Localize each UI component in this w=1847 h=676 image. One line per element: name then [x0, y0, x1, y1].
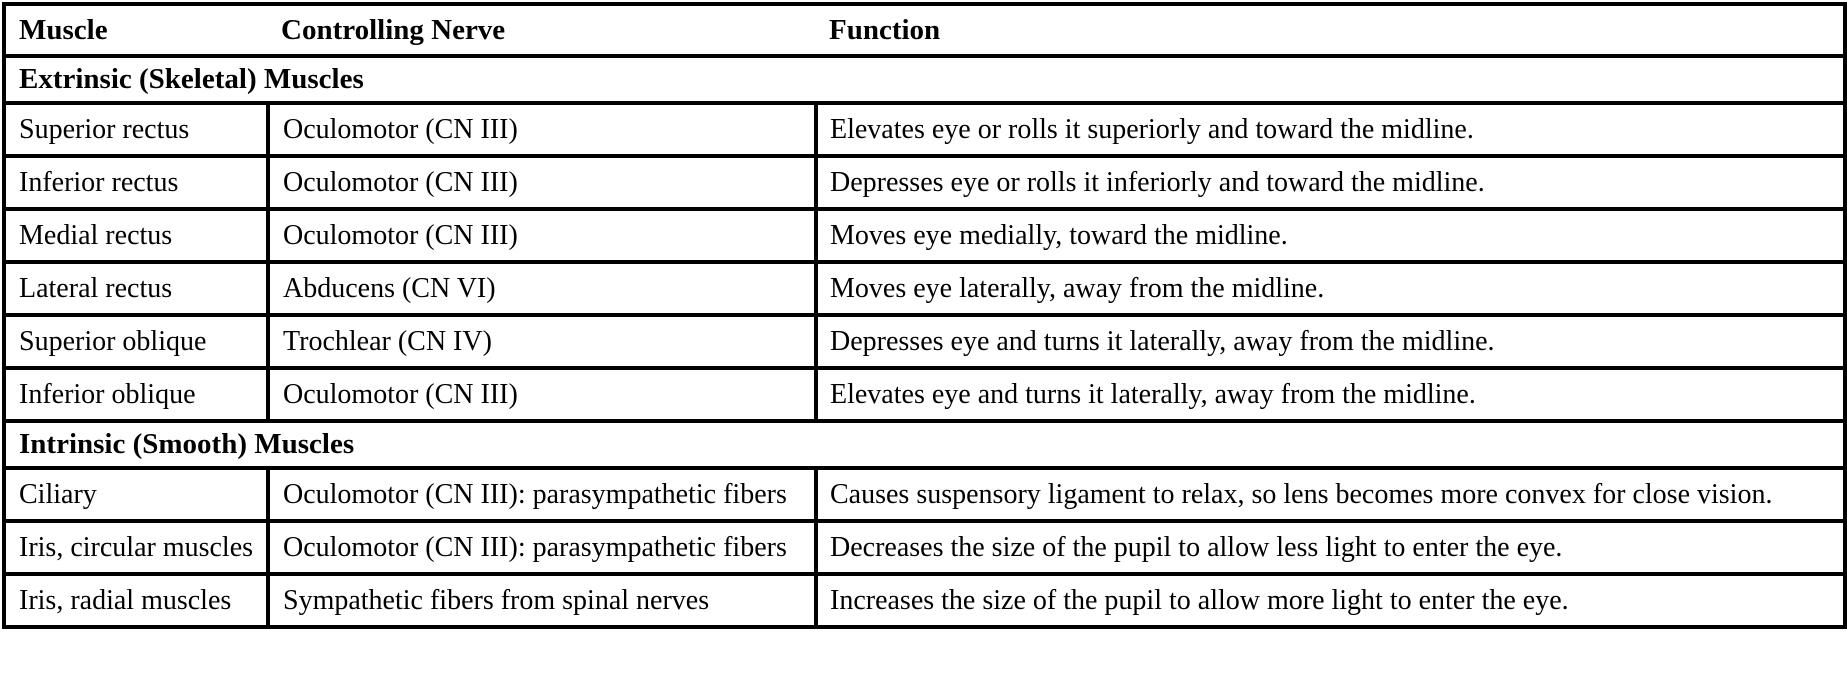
- nerve-cell: Abducens (CN VI): [266, 260, 818, 317]
- column-header-controlling-nerve: Controlling Nerve: [268, 2, 816, 58]
- column-header-muscle: Muscle: [4, 2, 268, 58]
- function-cell: Decreases the size of the pupil to allow…: [814, 519, 1847, 576]
- nerve-cell: Oculomotor (CN III): [266, 366, 818, 423]
- muscle-cell: Inferior rectus: [2, 154, 270, 211]
- muscle-cell: Inferior oblique: [2, 366, 270, 423]
- table-row-ciliary: Ciliary Oculomotor (CN III): parasympath…: [2, 466, 1847, 523]
- muscle-cell: Medial rectus: [2, 207, 270, 264]
- section-header-row-intrinsic: Intrinsic (Smooth) Muscles: [2, 419, 1847, 470]
- function-cell: Causes suspensory ligament to relax, so …: [814, 466, 1847, 523]
- table-row-superior-oblique: Superior oblique Trochlear (CN IV) Depre…: [2, 313, 1847, 370]
- nerve-cell: Oculomotor (CN III): parasympathetic fib…: [266, 519, 818, 576]
- muscle-cell: Superior oblique: [2, 313, 270, 370]
- nerve-cell: Oculomotor (CN III): parasympathetic fib…: [266, 466, 818, 523]
- muscle-cell: Iris, radial muscles: [2, 572, 270, 629]
- muscle-cell: Iris, circular muscles: [2, 519, 270, 576]
- table-row-iris-radial: Iris, radial muscles Sympathetic fibers …: [2, 572, 1847, 629]
- function-cell: Depresses eye or rolls it inferiorly and…: [814, 154, 1847, 211]
- function-cell: Increases the size of the pupil to allow…: [814, 572, 1847, 629]
- table-row-iris-circular: Iris, circular muscles Oculomotor (CN II…: [2, 519, 1847, 576]
- section-title-extrinsic: Extrinsic (Skeletal) Muscles: [2, 54, 1847, 105]
- table-row-medial-rectus: Medial rectus Oculomotor (CN III) Moves …: [2, 207, 1847, 264]
- section-header-row-extrinsic: Extrinsic (Skeletal) Muscles: [2, 54, 1847, 105]
- nerve-cell: Oculomotor (CN III): [266, 207, 818, 264]
- column-header-function: Function: [816, 2, 1845, 58]
- function-cell: Depresses eye and turns it laterally, aw…: [814, 313, 1847, 370]
- function-cell: Moves eye laterally, away from the midli…: [814, 260, 1847, 317]
- table-row-lateral-rectus: Lateral rectus Abducens (CN VI) Moves ey…: [2, 260, 1847, 317]
- table-row-inferior-rectus: Inferior rectus Oculomotor (CN III) Depr…: [2, 154, 1847, 211]
- eye-muscles-table: Muscle Controlling Nerve Function Extrin…: [2, 2, 1847, 629]
- nerve-cell: Trochlear (CN IV): [266, 313, 818, 370]
- muscle-cell: Lateral rectus: [2, 260, 270, 317]
- table-row-inferior-oblique: Inferior oblique Oculomotor (CN III) Ele…: [2, 366, 1847, 423]
- muscle-cell: Ciliary: [2, 466, 270, 523]
- function-cell: Elevates eye and turns it laterally, awa…: [814, 366, 1847, 423]
- nerve-cell: Sympathetic fibers from spinal nerves: [266, 572, 818, 629]
- table-row-superior-rectus: Superior rectus Oculomotor (CN III) Elev…: [2, 101, 1847, 158]
- header-row: Muscle Controlling Nerve Function: [4, 2, 1845, 58]
- function-cell: Moves eye medially, toward the midline.: [814, 207, 1847, 264]
- nerve-cell: Oculomotor (CN III): [266, 154, 818, 211]
- function-cell: Elevates eye or rolls it superiorly and …: [814, 101, 1847, 158]
- nerve-cell: Oculomotor (CN III): [266, 101, 818, 158]
- muscle-cell: Superior rectus: [2, 101, 270, 158]
- section-title-intrinsic: Intrinsic (Smooth) Muscles: [2, 419, 1847, 470]
